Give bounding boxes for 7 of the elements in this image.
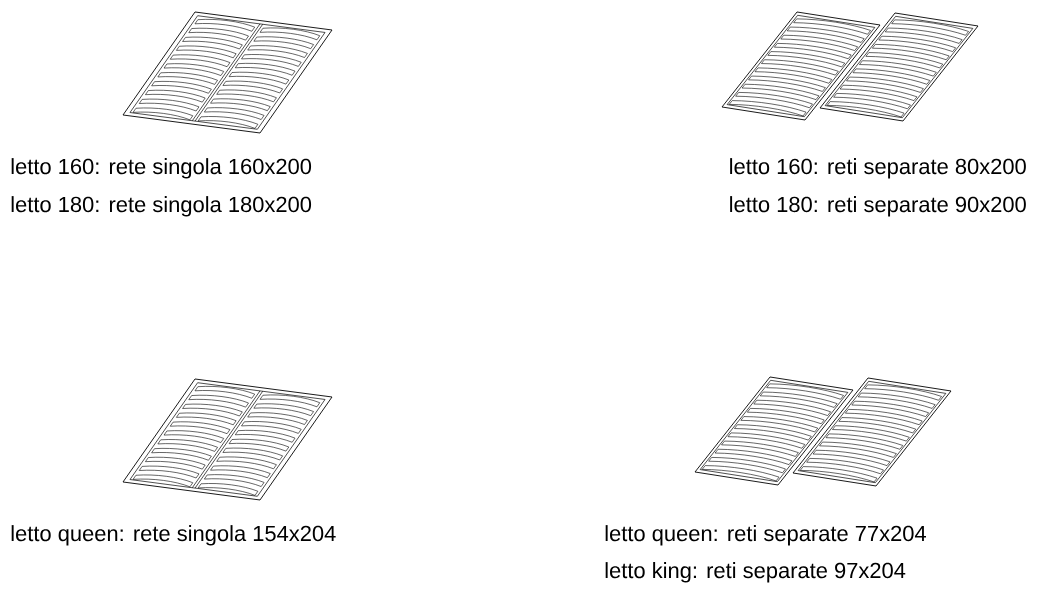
size-label: letto 180: rete singola 180x200 bbox=[11, 196, 312, 217]
size-label: letto 160: rete singola 160x200 bbox=[11, 158, 312, 179]
size-label: letto 180: reti separate 90x200 bbox=[730, 196, 1026, 217]
size-label: letto 160: reti separate 80x200 bbox=[730, 158, 1026, 179]
size-label: letto king: reti separate 97x204 bbox=[605, 562, 906, 583]
size-label: letto queen: rete singola 154x204 bbox=[11, 525, 336, 546]
size-label: letto queen: reti separate 77x204 bbox=[605, 525, 926, 546]
